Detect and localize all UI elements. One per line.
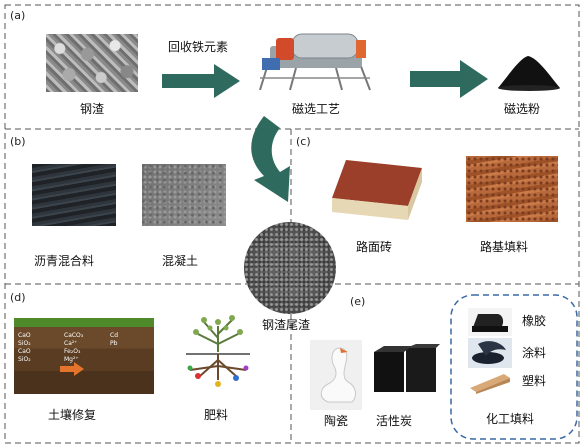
magnetic-separator-machine [259,33,371,91]
pavement-brick-label: 路面砖 [356,240,393,254]
arrow-to-powder [410,60,488,98]
magnetic-process-label: 磁选工艺 [292,102,341,116]
magnetic-powder-label: 磁选粉 [504,102,541,116]
coating-label: 涂料 [522,346,547,360]
concrete-photo [142,164,226,226]
coating-image [468,338,512,368]
chemical-filler-border [450,294,578,440]
soil-label: SiO₂ [18,340,31,347]
rubber-label: 橡胶 [522,314,547,328]
arrow-to-tailings [251,116,290,202]
tailings-photo [244,222,336,314]
panel-a-tag: (a) [10,9,26,22]
asphalt-mix-label: 沥青混合料 [34,254,95,268]
steel-slag-label: 钢渣 [80,102,105,116]
concrete-label: 混凝土 [162,254,199,268]
fertilizer-label: 肥料 [204,408,229,422]
soil-label: SiO₂ [18,356,31,363]
soil-label: Pb [110,340,118,347]
steel-slag-photo [46,34,138,92]
soil-remediation-image [14,318,154,394]
tailings-label: 钢渣尾渣 [262,318,311,332]
arrow-recover-iron [162,64,240,98]
soil-label: CaCO₃ [64,332,84,339]
soil-label: CaO [18,348,31,355]
panel-c-tag: (c) [296,135,311,148]
soil-inner-arrow [60,362,84,376]
panel-e-tag: (e) [350,295,366,308]
figure-frame: (a) (b) (c) (d) (e) 钢渣 回收铁元素 磁选工艺 磁选粉 沥青… [4,4,580,444]
chemical-filler-title: 化工填料 [486,412,535,426]
pavement-brick-image [332,160,422,220]
soil-remediation-label: 土壤修复 [48,408,97,422]
plastic-label: 塑料 [522,374,547,388]
soil-label: CaO [18,332,31,339]
fertilizer-tree-image [186,315,250,387]
activated-carbon-image [374,344,440,392]
activated-carbon-label: 活性炭 [376,414,413,428]
panel-d-tag: (d) [10,291,26,304]
ceramic-swan-image [310,340,362,410]
soil-label: Mg²⁺ [64,356,79,363]
ceramic-label: 陶瓷 [324,414,349,428]
subgrade-fill-label: 路基填料 [480,240,529,254]
rubber-image [468,308,512,336]
soil-label: Fe₂O₃ [64,348,81,355]
soil-chemical-labels: CaO SiO₂ CaO SiO₂ CaCO₃ Ca²⁺ Fe₂O₃ Mg²⁺ … [18,332,150,392]
panel-b-tag: (b) [10,135,26,148]
soil-label: Cd [110,332,118,339]
magnetic-powder-pile [498,56,560,91]
recover-iron-label: 回收铁元素 [168,40,229,54]
asphalt-mix-photo [32,164,116,226]
plastic-image [470,374,510,394]
subgrade-fill-photo [466,156,558,222]
soil-label: Ca²⁺ [64,340,78,347]
